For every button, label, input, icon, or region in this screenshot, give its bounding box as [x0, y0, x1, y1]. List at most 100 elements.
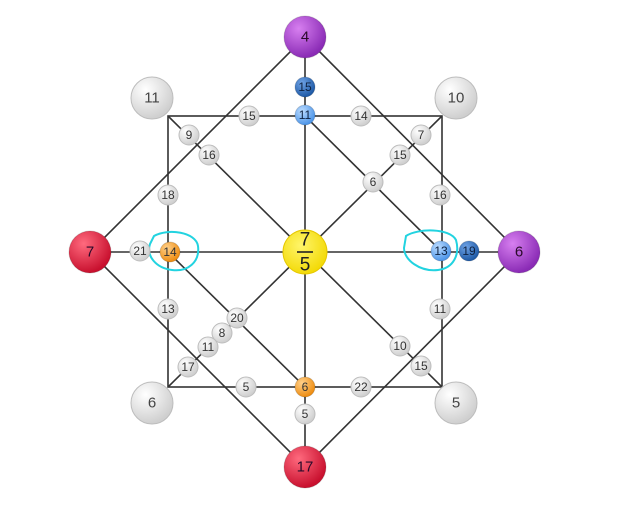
node-circle	[226, 307, 248, 329]
node-value: 11	[202, 340, 215, 354]
highlight-right	[402, 229, 459, 272]
node-value: 13	[434, 244, 448, 258]
node-circle	[434, 381, 478, 425]
small-node[interactable]: 11	[294, 104, 316, 126]
node-value: 10	[448, 90, 465, 107]
node-value: 14	[354, 109, 368, 123]
small-node[interactable]: 13	[157, 298, 179, 320]
small-node[interactable]: 5	[294, 403, 316, 425]
node-circle	[350, 376, 372, 398]
small-node[interactable]: 15	[389, 144, 411, 166]
node-circle	[130, 76, 174, 120]
small-node[interactable]: 16	[429, 184, 451, 206]
node-circle	[497, 230, 541, 274]
node-circle	[294, 104, 316, 126]
selection-highlights	[148, 229, 459, 272]
node-circle	[130, 381, 174, 425]
node-value: 21	[133, 244, 147, 258]
node-circle	[389, 144, 411, 166]
node-value: 15	[414, 359, 428, 373]
small-node[interactable]: 6	[294, 376, 316, 398]
corner-node-bottom[interactable]: 17	[283, 445, 327, 489]
highlight-left	[148, 230, 200, 272]
node-value: 11	[434, 302, 447, 316]
small-node[interactable]: 15	[410, 355, 432, 377]
corner-node-right[interactable]: 6	[497, 230, 541, 274]
node-circle	[157, 184, 179, 206]
small-node[interactable]: 21	[129, 240, 151, 262]
center-fraction-node[interactable]: 7 5	[282, 229, 328, 276]
small-node[interactable]: 15	[238, 105, 260, 127]
small-node[interactable]: 20	[226, 307, 248, 329]
node-value: 17	[181, 360, 195, 374]
node-circle	[198, 144, 220, 166]
node-value: 7	[418, 128, 425, 142]
small-node[interactable]: 11	[429, 298, 451, 320]
node-value: 11	[299, 108, 312, 122]
corner-node-top-left[interactable]: 11	[130, 76, 174, 120]
small-node[interactable]: 7	[410, 124, 432, 146]
small-node[interactable]: 14	[350, 105, 372, 127]
corner-node-left[interactable]: 7	[68, 230, 112, 274]
node-value: 16	[202, 148, 216, 162]
node-value: 22	[354, 380, 368, 394]
node-value: 6	[515, 244, 523, 261]
node-circle	[429, 184, 451, 206]
node-circle	[430, 240, 452, 262]
corner-node-bottom-left[interactable]: 6	[130, 381, 174, 425]
small-node[interactable]: 18	[157, 184, 179, 206]
node-value: 14	[163, 245, 177, 259]
node-circle	[410, 124, 432, 146]
node-circle	[294, 376, 316, 398]
corner-node-top-right[interactable]: 10	[434, 76, 478, 120]
corner-node-top[interactable]: 4	[283, 15, 327, 59]
node-circle	[294, 403, 316, 425]
node-value: 19	[462, 244, 476, 258]
corner-node-bottom-right[interactable]: 5	[434, 381, 478, 425]
small-node[interactable]: 22	[350, 376, 372, 398]
small-node[interactable]: 5	[235, 376, 257, 398]
node-value: 9	[186, 128, 193, 142]
small-node[interactable]: 11	[197, 336, 219, 358]
node-circle	[429, 298, 451, 320]
node-circle	[129, 240, 151, 262]
node-circle	[197, 336, 219, 358]
small-node[interactable]: 8	[211, 322, 233, 344]
node-value: 6	[148, 395, 156, 412]
node-value: 16	[433, 188, 447, 202]
center-numerator: 7	[300, 230, 311, 251]
node-circle	[159, 241, 181, 263]
node-value: 18	[161, 188, 175, 202]
node-value: 20	[230, 311, 244, 325]
node-value: 10	[393, 339, 407, 353]
center-denominator: 5	[300, 255, 311, 276]
node-circle	[458, 240, 480, 262]
small-node[interactable]: 16	[198, 144, 220, 166]
small-node[interactable]: 10	[389, 335, 411, 357]
node-circle	[283, 445, 327, 489]
node-circle	[283, 15, 327, 59]
small-node[interactable]: 19	[458, 240, 480, 262]
node-circle	[410, 355, 432, 377]
node-value: 15	[242, 109, 256, 123]
node-circle	[294, 76, 316, 98]
small-node[interactable]: 13	[430, 240, 452, 262]
small-node[interactable]: 15	[294, 76, 316, 98]
node-circle	[238, 105, 260, 127]
node-value: 8	[219, 326, 226, 340]
node-value: 13	[161, 302, 175, 316]
node-circle	[362, 171, 384, 193]
node-value: 15	[298, 80, 312, 94]
node-value: 15	[393, 148, 407, 162]
small-node[interactable]: 9	[178, 124, 200, 146]
node-circle	[434, 76, 478, 120]
node-value: 17	[297, 459, 314, 476]
small-node[interactable]: 17	[177, 356, 199, 378]
small-node[interactable]: 6	[362, 171, 384, 193]
node-circle	[68, 230, 112, 274]
node-circle	[178, 124, 200, 146]
node-value: 6	[370, 175, 377, 189]
node-value: 7	[86, 244, 94, 261]
small-node[interactable]: 14	[159, 241, 181, 263]
